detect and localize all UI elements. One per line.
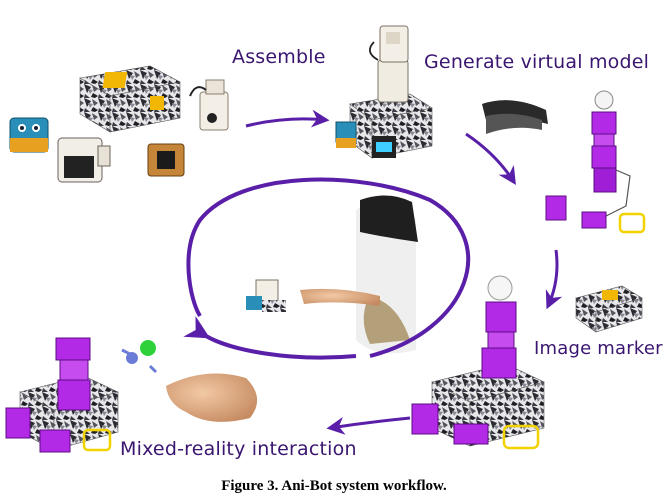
loose-modules-illustration: [9, 65, 229, 183]
cycle-loop-arrow-tail: [183, 315, 357, 360]
generate-virtual-model-label: Generate virtual model: [424, 51, 650, 73]
arrow-interaction: [326, 416, 411, 435]
interaction-robot-illustration: [5, 337, 258, 453]
user-with-headset-illustration: [246, 195, 418, 354]
assembled-robot-illustration: [335, 25, 433, 159]
mixed-reality-interaction-label: Mixed-reality interaction: [120, 438, 357, 460]
virtual-model-illustration: [545, 90, 646, 234]
image-marker-label: Image marker: [534, 338, 663, 359]
assemble-label: Assemble: [232, 46, 326, 68]
workflow-arrows: [183, 109, 563, 435]
image-marker-illustration: [575, 285, 643, 333]
cycle-loop-arrow: [186, 177, 471, 358]
hololens-illustration: [482, 100, 548, 134]
arrow-marker: [545, 249, 563, 310]
arrow-generate: [465, 132, 516, 186]
figure-caption: Figure 3. Ani-Bot system workflow.: [221, 478, 447, 494]
arrow-assemble: [245, 109, 330, 128]
mixed-reality-robot-illustration: [411, 275, 545, 450]
